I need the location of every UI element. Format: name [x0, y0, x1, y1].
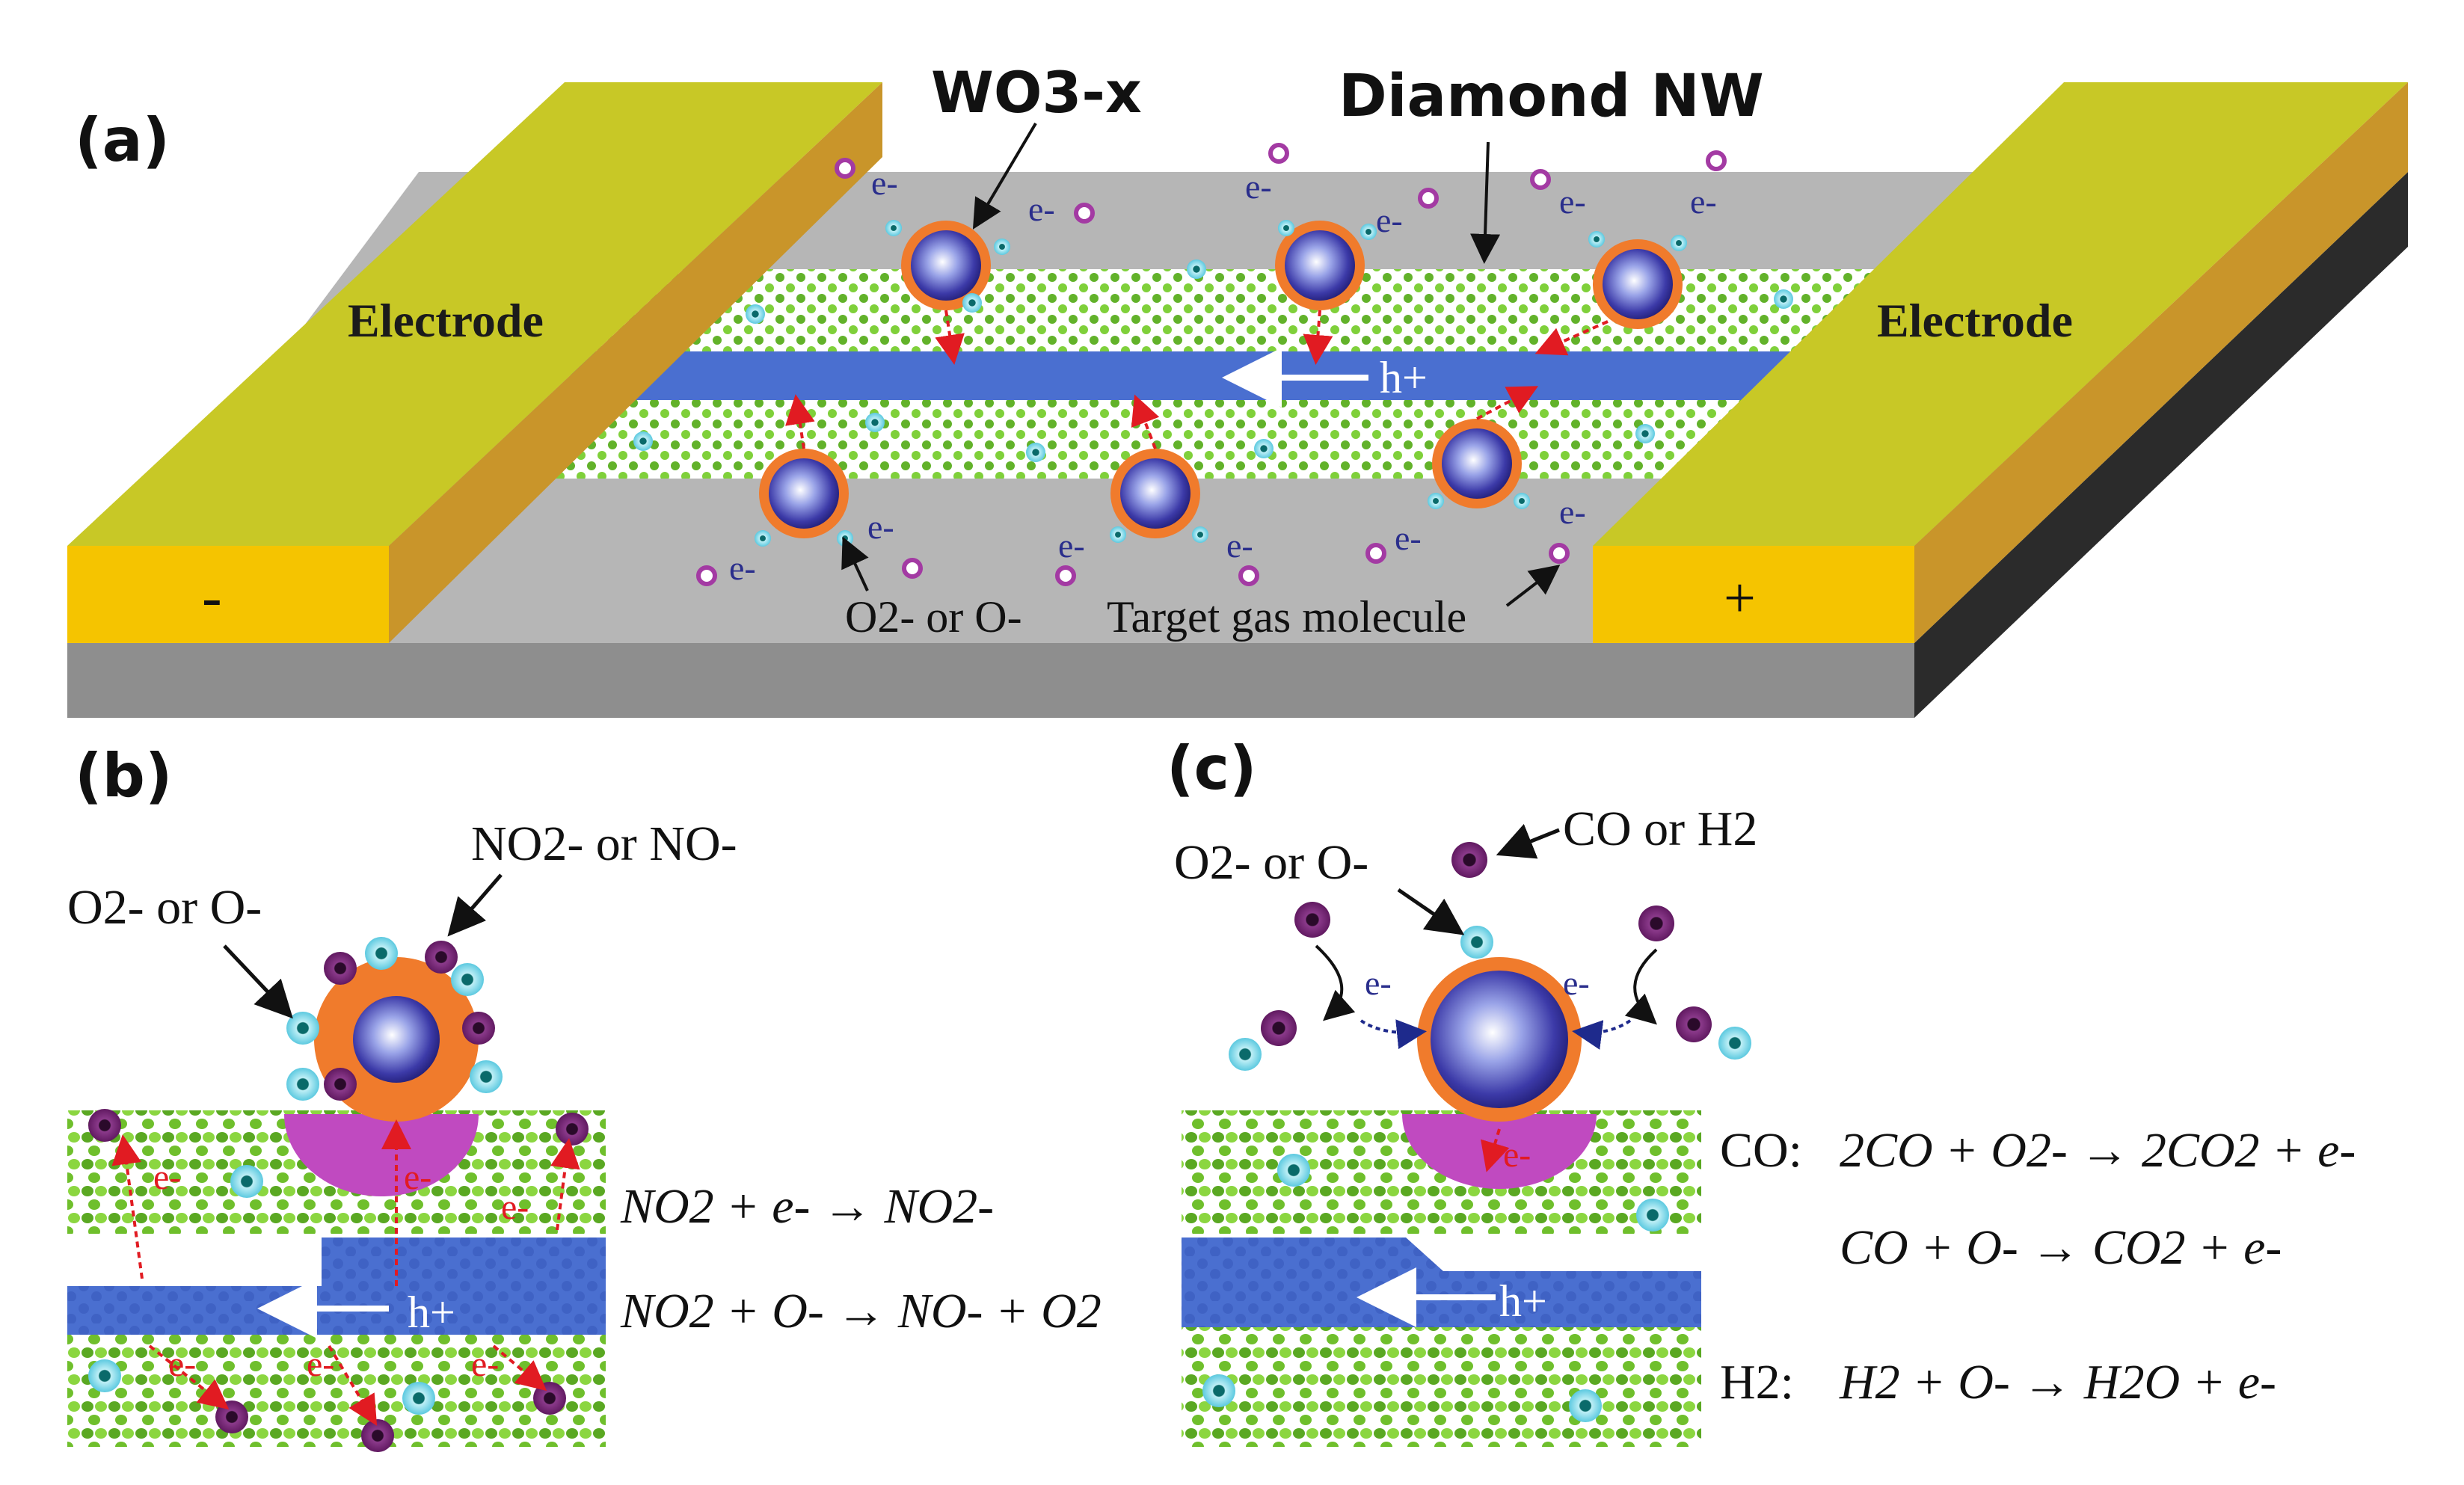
- electron-label-b: e-: [168, 1344, 196, 1384]
- no2-label: NO2- or NO-: [471, 817, 737, 871]
- hole-label-b: h+: [408, 1288, 455, 1337]
- oxygen-pointer-arrow-b: [223, 944, 293, 1019]
- diamond-nanowire-lattice-upper: [576, 269, 1884, 359]
- oxygen-ions-a: [633, 220, 1793, 547]
- electron-label-a: e-: [1690, 182, 1717, 221]
- electron-label-a: e-: [1395, 519, 1422, 557]
- panel-a-label: (a): [75, 105, 170, 175]
- equation-b1: NO2 + e- → NO2-: [620, 1179, 994, 1234]
- plus-sign: +: [1724, 567, 1756, 630]
- target-gas-label: Target gas molecule: [1107, 592, 1466, 642]
- wo3-particle: [901, 221, 991, 310]
- depletion-region-b: [284, 1114, 479, 1196]
- electron-label-c: e-: [1563, 964, 1590, 1002]
- diamond-nw-label: Diamond NW: [1339, 63, 1764, 130]
- electron-transfer-arrows-a: [785, 310, 1609, 449]
- wo3-particle: [759, 449, 849, 538]
- panel-a: h+ Electrode - Electrode +: [67, 59, 2408, 718]
- electron-label-a: e-: [1245, 167, 1272, 206]
- electron-transfer-arrows-b: [111, 1119, 580, 1426]
- electrode-right-label: Electrode: [1877, 294, 2073, 347]
- electron-label-a: e-: [1376, 201, 1403, 239]
- electron-label-c: e-: [1503, 1135, 1531, 1175]
- equation-c1: 2CO + O2- → 2CO2 + e-: [1840, 1123, 2356, 1178]
- electrode-right-top: [1593, 82, 2408, 546]
- oxygen-label-c: O2- or O-: [1174, 835, 1368, 890]
- equation-c2: CO + O- → CO2 + e-: [1840, 1220, 2282, 1275]
- electron-label-b: e-: [153, 1157, 181, 1197]
- surface-ions-b: [286, 937, 503, 1101]
- electron-arrows-c: [1315, 944, 1658, 1172]
- no2-pointer-arrow-b: [447, 873, 503, 937]
- hole-label-a: h+: [1380, 353, 1428, 402]
- h2-prefix: H2:: [1720, 1355, 1794, 1409]
- oxygen-label-a: O2- or O-: [845, 592, 1022, 642]
- nanowire-channel-b: [67, 1238, 606, 1335]
- target-gas-molecules-a: [696, 143, 1727, 586]
- electron-label-b: e-: [404, 1157, 431, 1197]
- electrode-left-top: [67, 82, 882, 546]
- electrode-right-front: [1593, 546, 1914, 643]
- panel-c: h+ e- e- e-: [1167, 734, 2356, 1447]
- nanowire-conduction-channel: [557, 351, 1825, 400]
- wo3-particle-c: [1417, 957, 1582, 1122]
- electron-label-a: e-: [1058, 526, 1085, 565]
- electrode-left-side: [389, 82, 882, 643]
- electron-label-a: e-: [1559, 493, 1586, 531]
- wo3-particle: [1593, 239, 1683, 329]
- wo3-particle: [1110, 449, 1200, 538]
- wo3-pointer-arrow: [972, 122, 1037, 230]
- electron-label-a: e-: [1028, 190, 1055, 228]
- substrate-side: [1914, 172, 2408, 718]
- substrate-front: [67, 643, 1914, 718]
- panel-c-label: (c): [1167, 734, 1257, 803]
- hole-label-c: h+: [1499, 1276, 1547, 1326]
- oxygen-ions-c: [1202, 926, 1751, 1422]
- gas-label-c: CO or H2: [1563, 802, 1757, 856]
- wo3-label: WO3-x: [931, 59, 1142, 126]
- diamond-pointer-arrow: [1470, 141, 1501, 264]
- electron-label-b: e-: [307, 1344, 334, 1384]
- equation-c3: H2 + O- → H2O + e-: [1839, 1355, 2276, 1409]
- nanowire-channel-c: [1182, 1238, 1701, 1327]
- gas-molecules-c: [1261, 842, 1712, 1046]
- equation-b2: NO2 + O- → NO- + O2: [620, 1284, 1102, 1338]
- electron-label-b: e-: [501, 1187, 529, 1227]
- electron-label-a: e-: [871, 164, 898, 202]
- electron-label-a: e-: [867, 508, 894, 546]
- lattice-lower-b: [67, 1335, 606, 1447]
- co-prefix: CO:: [1720, 1123, 1802, 1178]
- electron-label-c: e-: [1365, 964, 1392, 1002]
- minus-sign: -: [202, 565, 222, 630]
- panel-b: h+: [67, 741, 1102, 1452]
- oxygen-pointer-arrow: [841, 536, 869, 591]
- lattice-lower-c: [1182, 1327, 1701, 1447]
- electron-label-b: e-: [471, 1344, 499, 1384]
- wo3-particle: [1275, 221, 1365, 310]
- electron-label-a: e-: [1226, 526, 1253, 565]
- oxygen-label-b: O2- or O-: [67, 880, 262, 935]
- electron-label-a: e-: [1559, 182, 1586, 221]
- gas-pointer-arrow-c: [1496, 823, 1560, 859]
- electrode-left-label: Electrode: [348, 294, 544, 347]
- electron-label-a: e-: [729, 549, 756, 587]
- wo3-particle: [1432, 419, 1522, 508]
- panel-b-label: (b): [75, 741, 172, 811]
- target-pointer-arrow: [1505, 565, 1561, 607]
- oxygen-pointer-arrow-c: [1397, 888, 1465, 935]
- electrode-right-side: [1914, 82, 2408, 643]
- electrode-left-front: [67, 546, 389, 643]
